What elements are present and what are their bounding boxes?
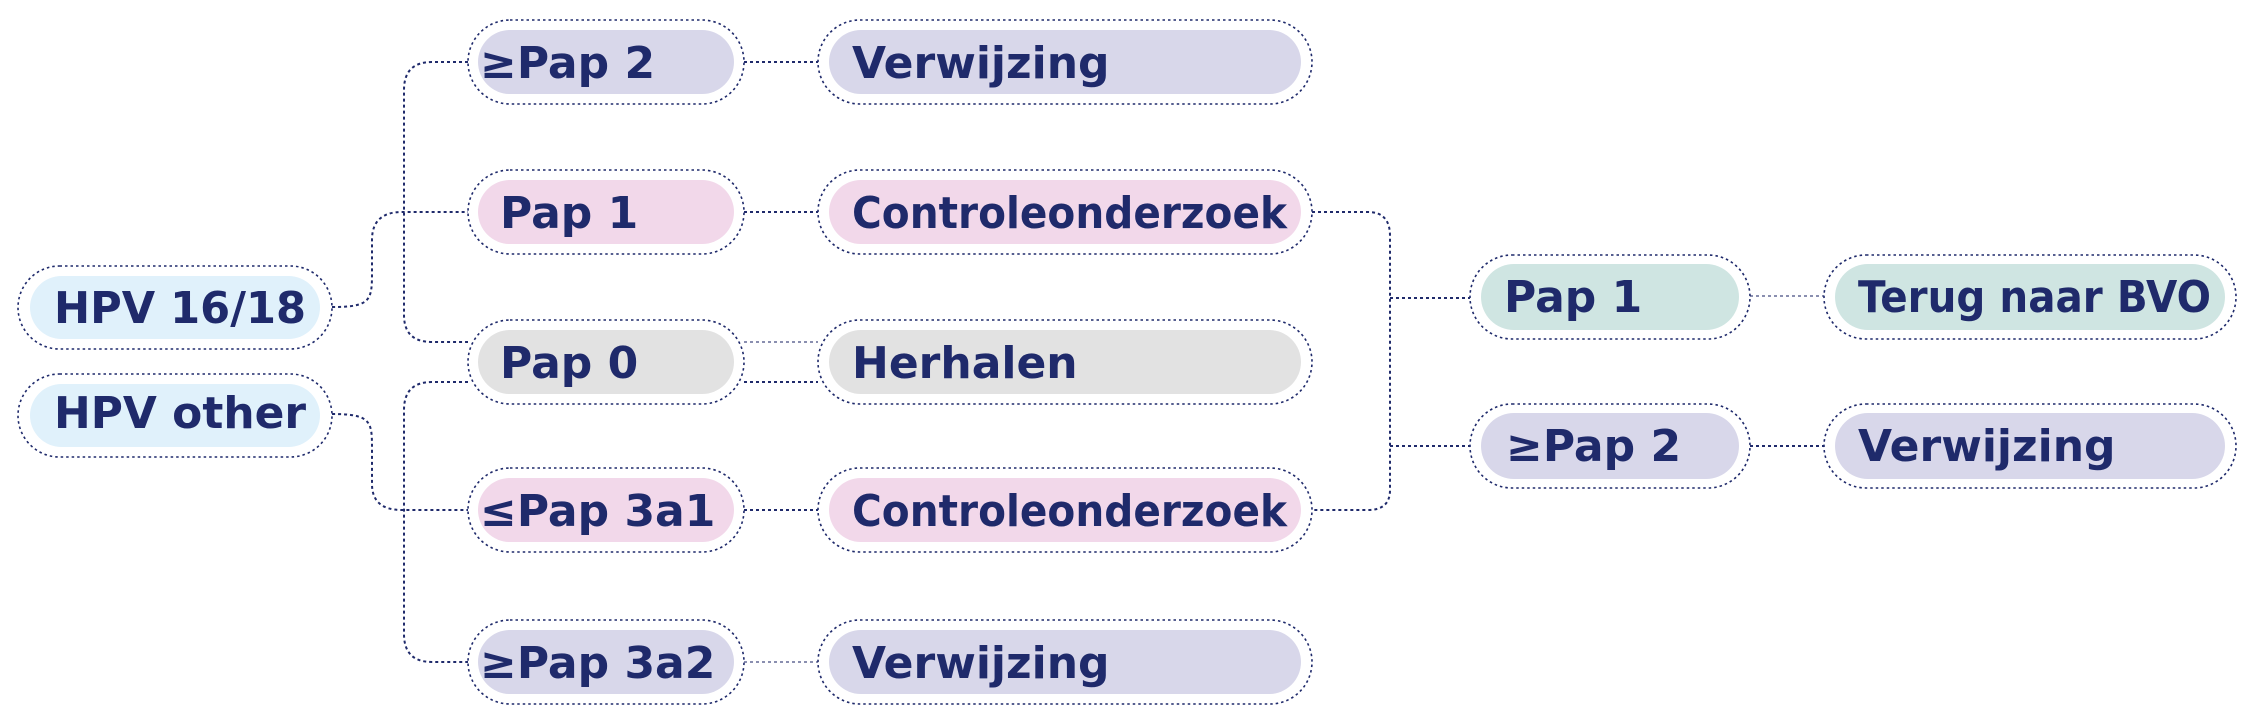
node-r4-controleonderzoek-label: Controleonderzoek bbox=[852, 486, 1289, 537]
node-r1-ge-pap2: ≥Pap 2 bbox=[467, 19, 745, 105]
node-hpv-other-fill bbox=[30, 384, 320, 447]
node-r3-pap0-label: Pap 0 bbox=[500, 338, 638, 389]
node-r4-le-pap3a1-fill bbox=[478, 478, 734, 542]
node-f-pap1-fill bbox=[1481, 264, 1739, 330]
node-r4-le-pap3a1-label: ≤Pap 3a1 bbox=[480, 486, 715, 537]
connector-hpv-ge-pap2 bbox=[403, 61, 468, 343]
node-f-pap1-label: Pap 1 bbox=[1504, 272, 1642, 323]
node-f-verwijzing: Verwijzing bbox=[1823, 403, 2237, 489]
node-hpv-16-18: HPV 16/18 bbox=[17, 265, 333, 350]
node-r3-herhalen-label: Herhalen bbox=[852, 338, 1078, 389]
node-r3-herhalen-fill bbox=[829, 330, 1301, 394]
node-r1-verwijzing-fill bbox=[829, 30, 1301, 94]
node-f-terug-naar-bvo-fill bbox=[1835, 264, 2225, 330]
node-hpv-other-label: HPV other bbox=[54, 388, 306, 439]
node-hpv-other: HPV other bbox=[17, 373, 333, 458]
connector-controle1-followup bbox=[1312, 211, 1391, 511]
node-r2-controleonderzoek-fill bbox=[829, 180, 1301, 244]
node-f-ge-pap2-fill bbox=[1481, 413, 1739, 479]
node-r5-verwijzing-label: Verwijzing bbox=[852, 638, 1110, 689]
connector-hpv1618-pap1 bbox=[331, 211, 468, 308]
node-r4-controleonderzoek-fill bbox=[829, 478, 1301, 542]
node-r5-ge-pap3a2-fill bbox=[478, 630, 734, 694]
node-r3-herhalen: Herhalen bbox=[817, 319, 1313, 405]
node-r1-ge-pap2-fill bbox=[478, 30, 734, 94]
node-r4-le-pap3a1: ≤Pap 3a1 bbox=[467, 467, 745, 553]
node-f-verwijzing-label: Verwijzing bbox=[1858, 421, 2116, 472]
node-f-terug-naar-bvo: Terug naar BVO bbox=[1823, 254, 2237, 340]
node-r5-verwijzing: Verwijzing bbox=[817, 619, 1313, 705]
node-r1-verwijzing-label: Verwijzing bbox=[852, 38, 1110, 89]
node-f-pap1: Pap 1 bbox=[1469, 254, 1751, 340]
node-r5-verwijzing-fill bbox=[829, 630, 1301, 694]
node-r2-controleonderzoek-label: Controleonderzoek bbox=[852, 188, 1289, 239]
nodes: HPV 16/18 HPV other ≥Pap 2 Verwijzing Pa… bbox=[17, 19, 2237, 705]
node-r3-pap0-fill bbox=[478, 330, 734, 394]
node-r5-ge-pap3a2-label: ≥Pap 3a2 bbox=[480, 638, 715, 689]
node-r2-pap1-label: Pap 1 bbox=[500, 188, 638, 239]
connector-hpvother-pap3a1 bbox=[331, 413, 468, 511]
node-r3-pap0: Pap 0 bbox=[467, 319, 745, 405]
node-f-terug-naar-bvo-label: Terug naar BVO bbox=[1858, 272, 2211, 323]
node-r2-pap1: Pap 1 bbox=[467, 169, 745, 255]
node-f-ge-pap2: ≥Pap 2 bbox=[1469, 403, 1751, 489]
node-r1-ge-pap2-label: ≥Pap 2 bbox=[480, 38, 655, 89]
node-r2-controleonderzoek: Controleonderzoek bbox=[817, 169, 1313, 255]
node-f-verwijzing-fill bbox=[1835, 413, 2225, 479]
node-r5-ge-pap3a2: ≥Pap 3a2 bbox=[467, 619, 745, 705]
node-r4-controleonderzoek: Controleonderzoek bbox=[817, 467, 1313, 553]
connectors bbox=[331, 61, 1824, 663]
node-r1-verwijzing: Verwijzing bbox=[817, 19, 1313, 105]
node-hpv-16-18-fill bbox=[30, 276, 320, 339]
node-hpv-16-18-label: HPV 16/18 bbox=[54, 283, 306, 334]
node-f-ge-pap2-label: ≥Pap 2 bbox=[1506, 421, 1681, 472]
node-r2-pap1-fill bbox=[478, 180, 734, 244]
connector-hpvother-pap0 bbox=[403, 381, 468, 663]
